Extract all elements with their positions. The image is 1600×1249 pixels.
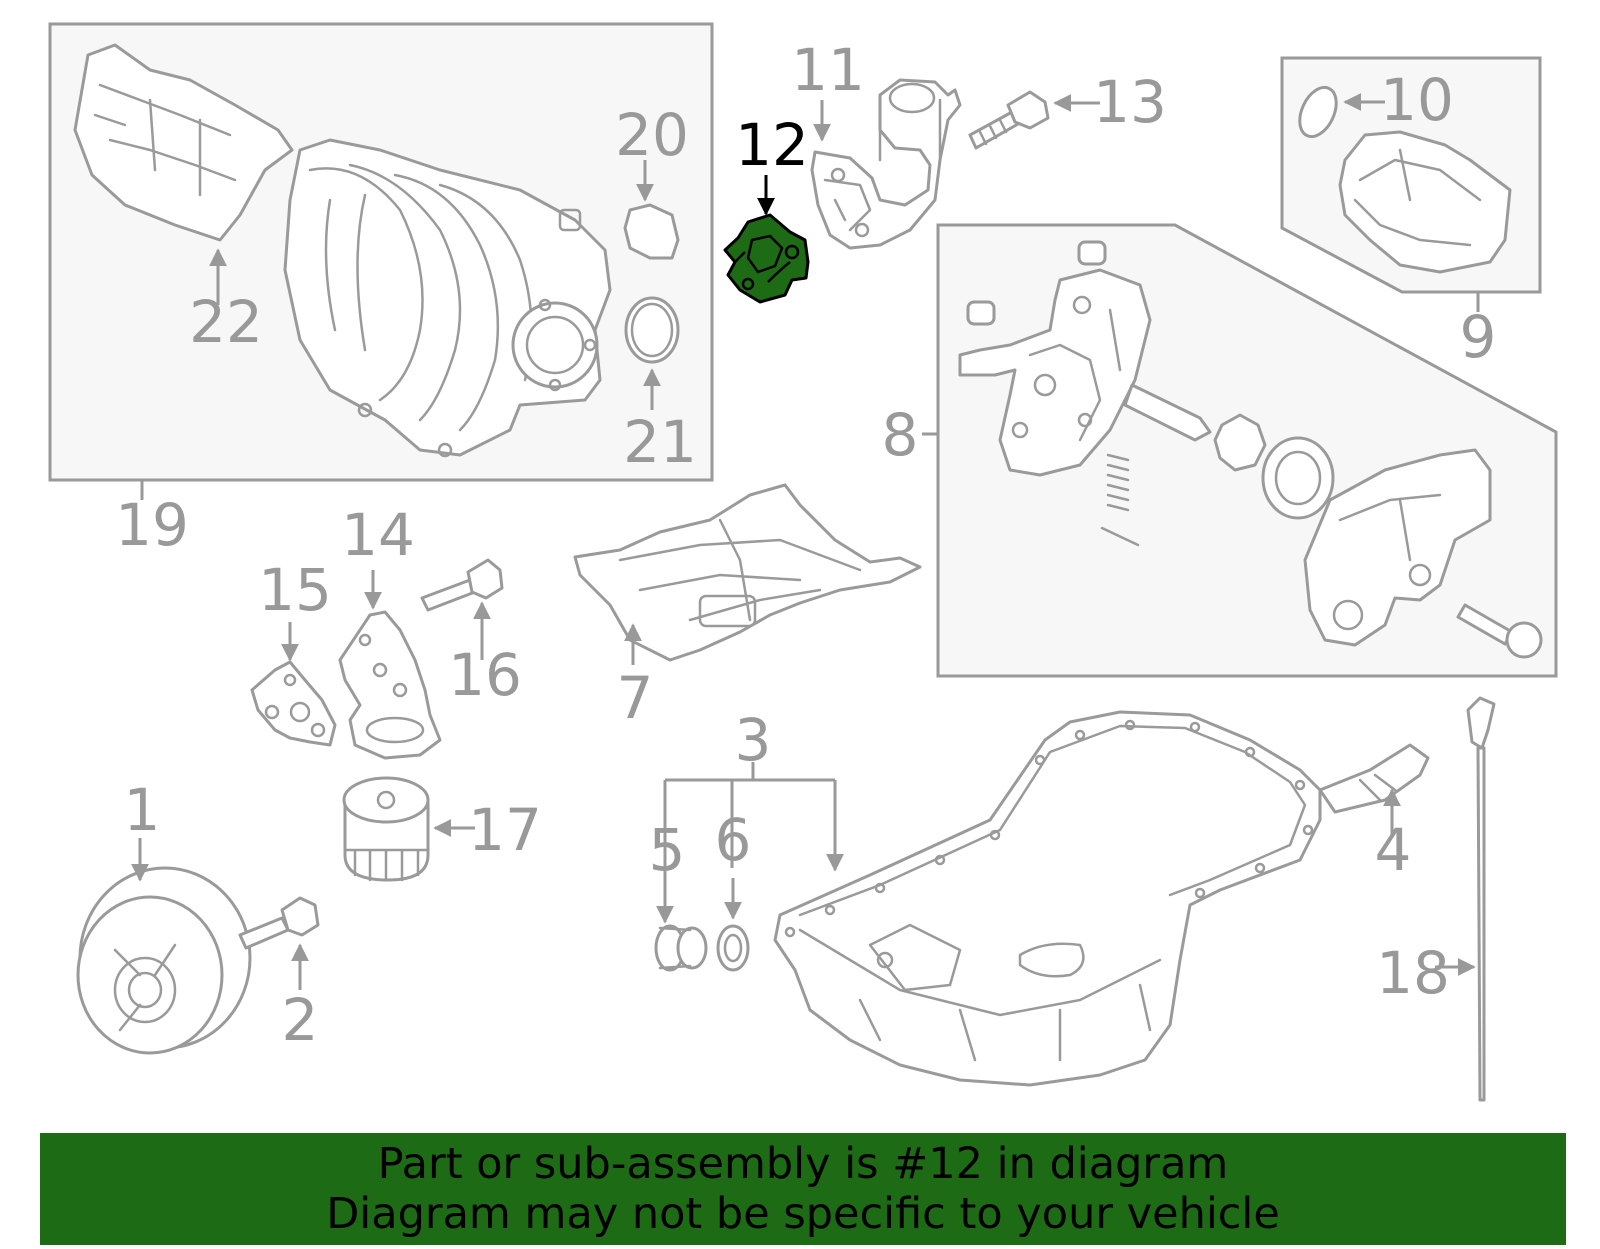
part-11-oil-control-valve[interactable] (810, 78, 962, 250)
callout-2[interactable]: 2 (282, 986, 319, 1054)
part-17-oil-filter[interactable] (342, 776, 475, 882)
callout-9[interactable]: 9 (1460, 303, 1497, 371)
callout-13[interactable]: 13 (1093, 68, 1167, 136)
callout-10[interactable]: 10 (1380, 66, 1454, 134)
oil-pump-cover[interactable] (1303, 448, 1492, 647)
callout-1[interactable]: 1 (124, 776, 161, 844)
callout-21[interactable]: 21 (623, 408, 697, 476)
part-16-bolt[interactable] (420, 558, 504, 660)
part-7-baffle-plate[interactable] (573, 483, 922, 665)
callout-15[interactable]: 15 (258, 556, 332, 624)
callout-3[interactable]: 3 (735, 706, 772, 774)
callout-19[interactable]: 19 (115, 491, 189, 559)
oil-pump-outer-rotor[interactable] (1261, 436, 1335, 520)
oil-pump-body[interactable] (958, 268, 1152, 477)
oil-pump-dowel-2[interactable] (966, 300, 996, 326)
part-3-callout-bracket (656, 762, 844, 924)
part-15-gasket[interactable] (250, 622, 337, 747)
part-6-drain-washer[interactable] (716, 878, 750, 972)
part-20-gasket[interactable] (623, 160, 680, 260)
part-21-o-ring[interactable] (624, 296, 680, 410)
part-1-crankshaft-pulley[interactable] (76, 838, 252, 1055)
callout-11[interactable]: 11 (791, 36, 865, 104)
oil-filter-housing-cover[interactable] (1338, 130, 1512, 274)
oil-pump-inner-rotor[interactable] (1213, 413, 1267, 472)
callout-14[interactable]: 14 (341, 501, 415, 569)
oil-pump-dowel-1[interactable] (1077, 240, 1107, 266)
callout-22[interactable]: 22 (189, 288, 263, 356)
part-12-gasket-highlighted[interactable] (723, 175, 810, 304)
intake-manifold[interactable] (283, 138, 612, 458)
oil-pump-bolt[interactable] (1456, 603, 1543, 659)
callout-18[interactable]: 18 (1376, 939, 1450, 1007)
oil-pump-spring[interactable] (1100, 453, 1140, 547)
part-5-drain-plug[interactable] (654, 924, 708, 972)
oil-pump-relief-plunger[interactable] (1123, 383, 1212, 442)
callout-labels: 1 2 3 4 5 6 7 8 9 10 11 12 13 14 15 16 1… (115, 36, 1496, 1054)
callout-4[interactable]: 4 (1375, 816, 1412, 884)
callout-12[interactable]: 12 (735, 111, 809, 179)
part-3-oil-pan[interactable] (773, 710, 1322, 1087)
part-13-bolt[interactable] (968, 90, 1100, 150)
callout-7[interactable]: 7 (617, 664, 654, 732)
part-18-dipstick[interactable] (1435, 696, 1496, 1102)
callout-5[interactable]: 5 (649, 816, 686, 884)
part-14-oil-filter-adapter[interactable] (338, 570, 442, 760)
part-10-o-ring[interactable] (1293, 82, 1385, 143)
callout-17[interactable]: 17 (468, 796, 542, 864)
caption-line-1: Part or sub-assembly is #12 in diagram (377, 1139, 1229, 1189)
part-4-dipstick-tube[interactable] (1318, 743, 1430, 838)
callout-6[interactable]: 6 (715, 806, 752, 874)
callout-8[interactable]: 8 (882, 401, 919, 469)
callout-20[interactable]: 20 (615, 101, 689, 169)
part-22-heat-shield[interactable] (73, 43, 294, 305)
callout-16[interactable]: 16 (448, 641, 522, 709)
caption-line-2: Diagram may not be specific to your vehi… (326, 1189, 1280, 1239)
part-2-pulley-bolt[interactable] (238, 896, 320, 990)
caption-banner: Part or sub-assembly is #12 in diagram D… (40, 1133, 1566, 1245)
